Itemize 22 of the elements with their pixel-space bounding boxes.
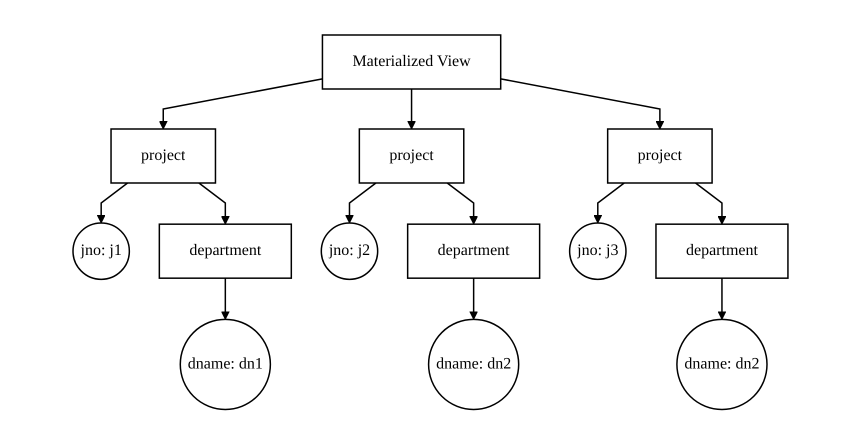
arrow — [500, 78, 664, 130]
arrow — [718, 278, 726, 320]
arrow — [345, 182, 376, 224]
arrow — [198, 182, 230, 225]
node-box: project — [606, 128, 713, 184]
node-box: project — [110, 128, 216, 184]
node-box: Materialized View — [322, 34, 502, 90]
arrow — [407, 89, 416, 130]
arrow — [220, 278, 230, 320]
node-box: department — [406, 224, 540, 280]
node-box: project — [358, 128, 465, 184]
arrow — [446, 182, 478, 225]
node-box: department — [158, 224, 292, 280]
node-circle: dname: dn2 — [428, 318, 520, 410]
arrow — [158, 78, 323, 130]
arrow — [695, 182, 726, 225]
arrow — [96, 182, 128, 224]
node-circle: dname: dn1 — [180, 318, 272, 410]
node-circle: dname: dn2 — [676, 318, 768, 410]
node-box: department — [655, 224, 789, 280]
arrow — [593, 182, 625, 224]
arrow — [469, 278, 478, 320]
